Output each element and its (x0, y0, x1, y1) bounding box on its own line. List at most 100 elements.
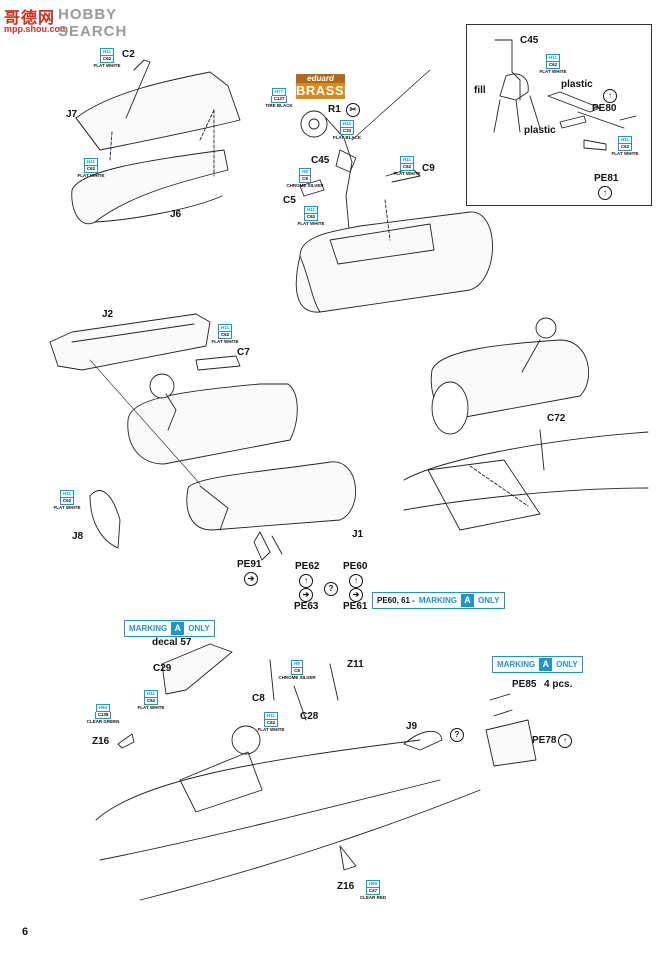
marking-only: ONLY (556, 660, 578, 669)
label-z11: Z11 (347, 659, 364, 670)
paint-callout-inset-1: H11 C62 FLAT WHITE (532, 54, 574, 75)
paint-code-2: C62 (545, 62, 561, 69)
label-plastic-2: plastic (524, 125, 556, 136)
paint-callout-c2: H11 C62 FLAT WHITE (86, 48, 128, 69)
label-c72: C72 (547, 413, 566, 424)
paint-code: H8 (291, 660, 303, 668)
bend-icon: ↑ (299, 574, 313, 588)
label-pe61: PE61 (343, 601, 368, 612)
paint-code-2: C8 (291, 668, 303, 675)
option-icon: ? (324, 582, 338, 596)
label-c9: C9 (422, 163, 435, 174)
label-c29: C29 (153, 663, 172, 674)
paint-code-2: C62 (59, 498, 75, 505)
paint-code: H12 (339, 120, 355, 128)
paint-name: FLAT WHITE (211, 339, 239, 344)
cockpit-area (403, 317, 649, 531)
brassin-bottom: BRASSIN (296, 83, 359, 99)
paint-name: FLAT WHITE (77, 173, 105, 178)
paint-code: H11 (617, 136, 632, 144)
paint-code-2: C62 (617, 144, 633, 151)
label-pe62: PE62 (295, 561, 320, 572)
paint-name: FLAT WHITE (297, 221, 325, 226)
paint-name: FLAT WHITE (93, 63, 121, 68)
paint-callout-c5: H11 C62 FLAT WHITE (290, 206, 332, 227)
paint-callout-c8: H8 C8 CHROME SILVER (276, 660, 318, 681)
label-j1: J1 (352, 529, 364, 540)
inset-frame (466, 24, 652, 206)
canopy-area (95, 643, 537, 901)
paint-code-2: C138 (94, 712, 112, 719)
paint-name: FLAT WHITE (393, 171, 421, 176)
label-pe91: PE91 (237, 559, 262, 570)
label-pe85: PE85 (512, 679, 537, 690)
marking-note-pe60-61: PE60, 61 - MARKING A ONLY (372, 592, 505, 609)
label-j9: J9 (406, 721, 418, 732)
paint-code: H11 (99, 48, 114, 56)
marking-letter: A (461, 594, 475, 607)
remove-icon: ✂ (346, 103, 360, 117)
bend-icon: ↑ (349, 574, 363, 588)
paint-name: TIRE BLACK (265, 103, 293, 108)
label-pe78: PE78 (532, 735, 557, 746)
paint-code-2: C33 (339, 128, 355, 135)
paint-name: FLAT BLACK (332, 135, 362, 140)
paint-name: FLAT WHITE (539, 69, 567, 74)
paint-code: H94 (95, 704, 111, 712)
bend-icon: ↑ (558, 734, 572, 748)
watermark-logo: 哥德网 (4, 10, 56, 27)
marking-note-1: MARKING A ONLY (124, 620, 215, 637)
paint-name: FLAT WHITE (257, 727, 285, 732)
watermark-sub: mpp.shou.com (4, 24, 69, 34)
marking-letter: A (539, 658, 553, 671)
label-plastic-1: plastic (561, 79, 593, 90)
gear-door-j6-j7 (71, 59, 241, 225)
watermark: 哥德网 mpp.shou.com HOBBY SEARCH (4, 4, 164, 40)
paint-name: CLEAR GREEN (86, 719, 120, 724)
brassin-logo: eduard BRASSIN (296, 74, 359, 100)
label-c45-inset: C45 (520, 35, 539, 46)
label-pe80: PE80 (592, 103, 617, 114)
paint-callout-z16-a: H94 C138 CLEAR GREEN (82, 704, 124, 725)
paint-callout-c7: H11 C62 FLAT WHITE (204, 324, 246, 345)
paint-code: H11 (59, 490, 74, 498)
paint-code: H11 (143, 690, 158, 698)
option-icon: ? (450, 728, 464, 742)
paint-name: CHROME SILVER (286, 183, 324, 188)
paint-callout-j8: H11 C62 FLAT WHITE (46, 490, 88, 511)
paint-code: H90 (365, 880, 381, 888)
marking-word: MARKING (418, 596, 458, 605)
marking-only: ONLY (478, 596, 500, 605)
paint-code: H11 (545, 54, 560, 62)
paint-callout-inset-2: H11 C62 FLAT WHITE (604, 136, 646, 157)
paint-callout-c9: H11 C62 FLAT WHITE (386, 156, 428, 177)
label-j7: J7 (66, 109, 78, 120)
paint-code-2: C62 (263, 720, 279, 727)
paint-code-2: C62 (303, 214, 319, 221)
label-pe63: PE63 (294, 601, 319, 612)
marking-word: MARKING (129, 624, 168, 633)
label-c7: C7 (237, 347, 250, 358)
paint-code-2: C62 (217, 332, 233, 339)
paint-callout-j7: H11 C62 FLAT WHITE (70, 158, 112, 179)
paint-name: CLEAR RED (359, 895, 387, 900)
paint-callout-c29: H11 C62 FLAT WHITE (130, 690, 172, 711)
label-j6: J6 (170, 209, 182, 220)
label-z16-a: Z16 (92, 736, 110, 747)
paint-code-2: C62 (399, 164, 415, 171)
label-c28: C28 (300, 711, 319, 722)
label-j2: J2 (102, 309, 114, 320)
paint-callout-z16-b: H90 C47 CLEAR RED (352, 880, 394, 901)
paint-code: H11 (303, 206, 318, 214)
paint-callout-c28: H11 C62 FLAT WHITE (250, 712, 292, 733)
paint-name: FLAT WHITE (137, 705, 165, 710)
label-j8: J8 (72, 531, 84, 542)
label-fill: fill (474, 85, 486, 96)
right-arrow-icon: ➔ (299, 588, 313, 602)
paint-code: H77 (271, 88, 287, 96)
paint-code-2: C62 (83, 166, 99, 173)
watermark-text: HOBBY SEARCH (58, 6, 128, 40)
label-c8: C8 (252, 693, 265, 704)
inset-detail (493, 39, 637, 151)
